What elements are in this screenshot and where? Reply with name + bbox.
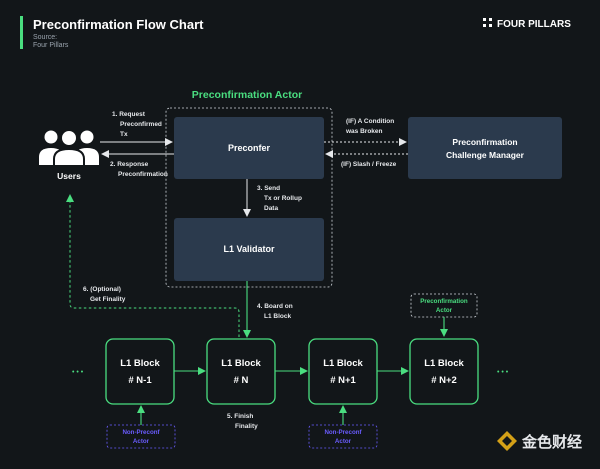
l1-validator-node: [174, 218, 324, 281]
non-preconf-actor-2-line2: Actor: [335, 438, 352, 445]
page-title: Preconfirmation Flow Chart: [33, 17, 204, 32]
step-1-line2: Preconfirmed: [120, 121, 162, 128]
users-icon: [39, 129, 99, 167]
preconfer-node: [174, 117, 324, 179]
block-n-plus-2-line2: # N+2: [431, 375, 457, 386]
step-2-line1: 2. Response: [110, 161, 149, 168]
block-n-line1: L1 Block: [221, 358, 261, 369]
preconf-actor-tag-line2: Actor: [436, 307, 453, 314]
arrow-get-finality: [66, 194, 240, 337]
source-name: Four Pillars: [33, 42, 69, 49]
preconfer-label: Preconfer: [228, 143, 271, 153]
block-n-plus-1-line1: L1 Block: [323, 358, 363, 369]
challenge-manager-node: [408, 117, 562, 179]
ellipsis-left: • • •: [72, 369, 84, 376]
brand-name: FOUR PILLARS: [497, 19, 571, 30]
four-pillars-logo-icon: [483, 18, 492, 27]
condition-line1: (IF) A Condition: [346, 118, 394, 125]
block-n-line2: # N: [234, 375, 249, 386]
step-6-line1: 6. (Optional): [83, 286, 121, 293]
non-preconf-actor-2-line1: Non-Preconf: [324, 429, 362, 436]
step-5-line2: Finality: [235, 423, 258, 430]
step-3-line2: Tx or Rollup: [264, 195, 302, 202]
block-n-plus-2: L1 Block # N+2: [409, 338, 479, 405]
step-4-line1: 4. Board on: [257, 303, 293, 310]
preconfirmation-actor-group: [165, 107, 333, 288]
preconf-actor-tag-line1: Preconfirmation: [420, 298, 468, 305]
challenge-manager-label-line2: Challenge Manager: [446, 150, 525, 160]
watermark-logo-icon: [497, 431, 517, 451]
block-n-minus-1: L1 Block # N-1: [105, 338, 175, 405]
block-n: L1 Block # N: [206, 338, 276, 405]
step-1-line1: 1. Request: [112, 111, 146, 118]
preconfirmation-actor-title: Preconfirmation Actor: [192, 89, 302, 101]
block-n-minus-1-line1: L1 Block: [120, 358, 160, 369]
challenge-manager-label-line1: Preconfirmation: [452, 137, 517, 147]
step-3-line3: Data: [264, 205, 278, 212]
block-n-plus-1: L1 Block # N+1: [308, 338, 378, 405]
non-preconf-actor-1-line2: Actor: [133, 438, 150, 445]
step-3-line1: 3. Send: [257, 185, 280, 192]
watermark-text: 金色财经: [521, 433, 582, 451]
users-label: Users: [57, 171, 81, 181]
slash-freeze-label: (IF) Slash / Freeze: [341, 161, 397, 168]
block-n-minus-1-line2: # N-1: [128, 375, 152, 386]
header-accent-bar: [20, 16, 23, 49]
block-n-plus-1-line2: # N+1: [330, 375, 356, 386]
step-4-line2: L1 Block: [264, 313, 291, 320]
step-6-line2: Get Finality: [90, 296, 126, 303]
block-n-plus-2-line1: L1 Block: [424, 358, 464, 369]
ellipsis-right: • • •: [497, 369, 509, 376]
l1-validator-label: L1 Validator: [223, 244, 275, 254]
source-label: Source:: [33, 34, 57, 41]
step-5-line1: 5. Finish: [227, 413, 253, 420]
step-2-line2: Preconfirmation: [118, 171, 168, 178]
condition-line2: was Broken: [345, 128, 383, 135]
non-preconf-actor-1-line1: Non-Preconf: [122, 429, 160, 436]
step-1-line3: Tx: [120, 131, 128, 138]
